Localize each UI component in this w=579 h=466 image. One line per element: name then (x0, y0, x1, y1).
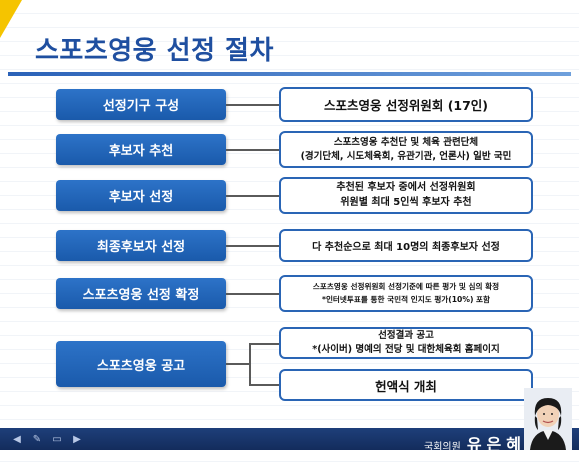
pen-icon[interactable]: ✎ (32, 433, 42, 445)
connector-5 (226, 293, 279, 295)
branch-stem (226, 363, 250, 365)
branch-vertical (249, 343, 251, 385)
detail-final-line1: 다 추천순으로 최대 10명의 최종후보자 선정 (312, 242, 500, 253)
detail-committee: 스포츠영웅 선정위원회 (17인) (279, 87, 533, 122)
detail-final: 다 추천순으로 최대 10명의 최종후보자 선정 (279, 229, 533, 262)
detail-recommend: 스포츠영웅 추천단 및 체육 관련단체 (경기단체, 시도체육회, 유관기관, … (279, 131, 533, 168)
detail-recommend-line1: 스포츠영웅 추천단 및 체육 관련단체 (333, 137, 479, 149)
slide-controls: ◀ ✎ ▭ ▶ (10, 432, 84, 446)
detail-notice: 선정결과 공고 *(사이버) 명예의 전당 및 대한체육회 홈페이지 (279, 327, 533, 359)
forward-arrow-icon[interactable]: ▶ (73, 433, 81, 445)
menu-icon[interactable]: ▭ (52, 433, 62, 445)
detail-notice-line1: 선정결과 공고 (378, 330, 434, 342)
branch-lower (249, 384, 279, 386)
connector-4 (226, 245, 279, 247)
detail-recommend-line2: (경기단체, 시도체육회, 유관기관, 언론사) 일반 국민 (300, 150, 512, 162)
footer-bar (0, 428, 579, 450)
detail-notice-line2: *(사이버) 명예의 전당 및 대한체육회 홈페이지 (312, 344, 500, 355)
title-underline (8, 72, 571, 76)
detail-ceremony: 헌액식 개최 (279, 369, 533, 401)
detail-select: 추천된 후보자 중에서 선정위원회 위원별 최대 5인씩 후보자 추천 (279, 177, 533, 214)
connector-2 (226, 149, 279, 151)
detail-confirm-line2: *인터넷투표를 통한 국민적 인지도 평가(10%) 포함 (321, 294, 491, 304)
detail-ceremony-line1: 헌액식 개최 (375, 378, 437, 394)
signature-name: 유은혜 (466, 435, 526, 454)
back-arrow-icon[interactable]: ◀ (13, 433, 21, 445)
step-select: 후보자 선정 (56, 180, 226, 211)
detail-select-line1: 추천된 후보자 중에서 선정위원회 (336, 182, 476, 193)
step-notice: 스포츠영웅 공고 (56, 341, 226, 387)
signature: 국회의원 유은혜 (424, 431, 526, 455)
step-recommend: 후보자 추천 (56, 134, 226, 165)
detail-select-line2: 위원별 최대 5인씩 후보자 추천 (340, 196, 472, 208)
portrait-photo (524, 388, 572, 450)
signature-role: 국회의원 (424, 442, 461, 453)
step-final: 최종후보자 선정 (56, 230, 226, 261)
portrait-illustration (524, 388, 572, 450)
connector-1 (226, 104, 279, 106)
detail-confirm: 스포츠영웅 선정위원회 선정기준에 따른 평가 및 심의 확정 *인터넷투표를 … (279, 275, 533, 312)
step-confirm: 스포츠영웅 선정 확정 (56, 278, 226, 309)
connector-3 (226, 195, 279, 197)
branch-upper (249, 343, 279, 345)
detail-confirm-line1: 스포츠영웅 선정위원회 선정기준에 따른 평가 및 심의 확정 (312, 282, 500, 292)
page-title: 스포츠영웅 선정 절차 (35, 36, 274, 66)
detail-committee-line1: 스포츠영웅 선정위원회 (17인) (323, 98, 489, 113)
corner-accent (0, 0, 22, 38)
step-committee: 선정기구 구성 (56, 89, 226, 120)
